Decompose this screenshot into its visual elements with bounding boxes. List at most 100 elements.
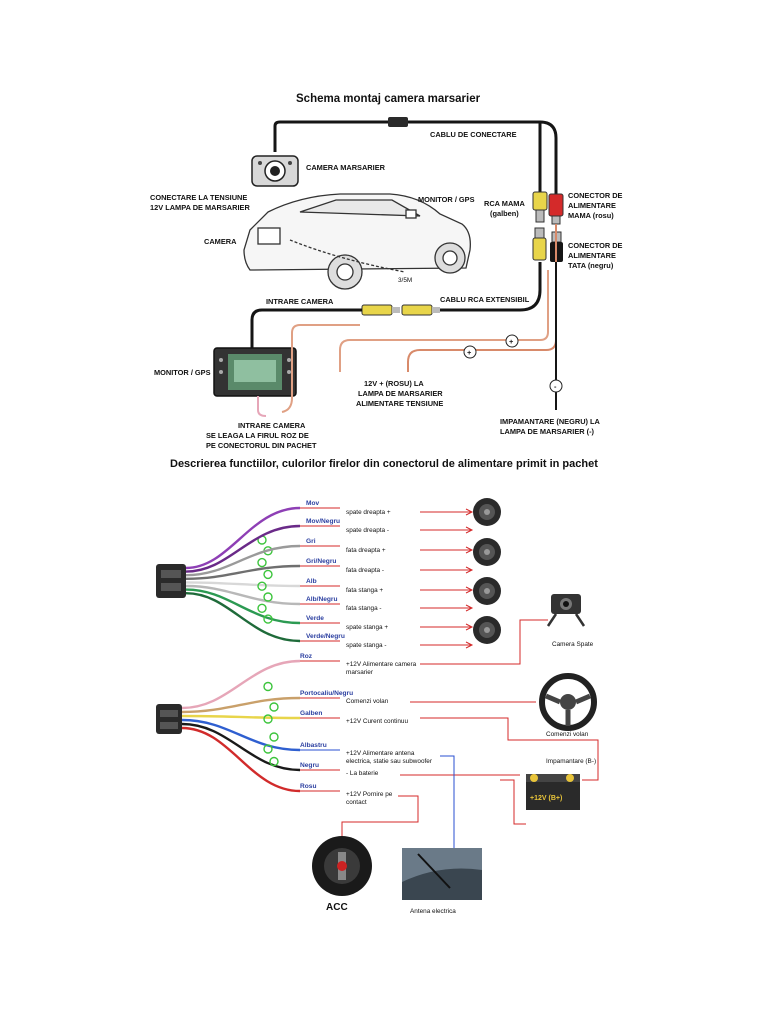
wire-function-label: - La baterie <box>346 770 379 777</box>
power-wire <box>181 718 301 752</box>
rca-male-connector <box>532 227 547 261</box>
link-battery-plus <box>420 717 599 781</box>
speaker-icon <box>473 577 501 605</box>
wire-color-label: Negru <box>300 762 319 769</box>
rear-camera-icon <box>546 594 586 627</box>
speaker-wire <box>185 564 301 580</box>
steering-wheel-icon <box>539 673 597 731</box>
power-female-connector <box>548 193 564 225</box>
wire-color-label: Gri <box>306 538 316 545</box>
speaker-wire <box>185 506 301 570</box>
label-conector-tata-2: ALIMENTARE <box>568 251 616 260</box>
label-intrare-cam-3: PE CONECTORUL DIN PACHET <box>206 441 317 450</box>
speaker-wire <box>185 581 301 588</box>
rca-inline-connector-left <box>361 304 400 316</box>
wire-marker <box>263 744 273 754</box>
power-wire <box>181 659 301 710</box>
label-rosu-1: 12V + (ROSU) LA <box>364 379 424 388</box>
wire-color-label: Roz <box>300 653 313 660</box>
plus-sign-1: + <box>467 348 472 357</box>
power-wire <box>181 726 301 793</box>
label-rca-mama-2: (galben) <box>490 209 519 218</box>
bottom-title: Descrierea functiilor, culorilor firelor… <box>170 458 598 470</box>
label-impamantare-b: Impamantare (B-) <box>546 758 596 765</box>
reverse-camera-icon <box>251 155 299 187</box>
label-comenzi-volan-device: Comenzi volan <box>546 731 589 738</box>
wire-function-label: +12V Alimentare antena <box>346 750 415 757</box>
wire-color-label: Verde/Negru <box>306 633 345 640</box>
label-intrare-cam-2: SE LEAGA LA FIRUL ROZ DE <box>206 431 309 440</box>
wire-marker <box>269 702 279 712</box>
label-conectare-tensiune-2: 12V LAMPA DE MARSARIER <box>150 203 250 212</box>
label-battery: +12V (B+) <box>530 795 562 802</box>
label-conector-tata-1: CONECTOR DE <box>568 241 623 250</box>
wire-function-label: spate stanga - <box>346 642 387 649</box>
wire-marker <box>269 732 279 742</box>
wire-color-label: Gri/Negru <box>306 558 336 565</box>
wire-function-label: fata dreapta + <box>346 547 386 554</box>
iso-connector-speakers <box>156 564 186 598</box>
wire-function-label-2: marsarier <box>346 669 374 676</box>
speaker-arrow <box>420 546 474 554</box>
wire-function-label: spate dreapta + <box>346 509 391 516</box>
wire-function-label: Comenzi volan <box>346 698 389 705</box>
rca-inline-connector-right <box>401 304 440 316</box>
power-wire <box>181 696 301 714</box>
minus-marker <box>549 379 563 393</box>
camera-cable <box>273 120 558 196</box>
wire-color-label: Mov <box>306 500 320 507</box>
label-conector-mama-1: CONECTOR DE <box>568 191 623 200</box>
wire-function-label: fata stanga - <box>346 605 382 612</box>
label-monitor-gps-car: MONITOR / GPS <box>418 195 475 204</box>
speaker-wire <box>185 524 301 573</box>
wire-color-label: Mov/Negru <box>306 518 340 525</box>
wire-marker <box>257 603 267 614</box>
plus-marker-1 <box>463 345 477 359</box>
label-rosu-3: ALIMENTARE TENSIUNE <box>356 399 443 408</box>
wire-function-label: spate stanga + <box>346 624 388 631</box>
speaker-arrow <box>420 508 474 516</box>
label-rosu-2: LAMPA DE MARSARIER <box>358 389 443 398</box>
wire-function-label: +12V Alimentare camera <box>346 661 417 668</box>
wire-function-label: fata dreapta - <box>346 567 384 574</box>
top-title: Schema montaj camera marsarier <box>296 93 481 105</box>
electric-antenna-image <box>402 848 482 900</box>
label-rca-mama-1: RCA MAMA <box>484 199 525 208</box>
wire-function-label-2: electrica, statie sau subwoofer <box>346 758 433 765</box>
wire-marker <box>263 569 273 580</box>
wire-marker <box>263 714 273 724</box>
red-power-wire-c <box>281 324 360 413</box>
minus-sign: - <box>554 382 557 391</box>
label-intrare-cam-1: INTRARE CAMERA <box>238 421 306 430</box>
wire-color-label: Rosu <box>300 783 316 790</box>
plus-marker-2 <box>505 334 519 348</box>
battery-icon <box>526 774 580 810</box>
camera-wiring-diagram: + + - CAMERA MARSARIER CABLU DE CONECTAR… <box>150 117 623 450</box>
wire-function-label: fata stanga + <box>346 587 383 594</box>
label-impamantare-2: LAMPA DE MARSARIER (-) <box>500 427 595 436</box>
speaker-wire <box>185 592 301 643</box>
iso-connector-power <box>156 704 182 734</box>
speaker-wire <box>185 544 301 577</box>
wire-color-label: Portocaliu/Negru <box>300 690 353 697</box>
speaker-icon <box>473 498 501 526</box>
wire-function-label: spate dreapta - <box>346 527 389 534</box>
speaker-arrow <box>420 604 474 612</box>
power-wire <box>181 714 301 720</box>
speaker-wire <box>185 584 301 606</box>
label-conectare-tensiune-1: CONECTARE LA TENSIUNE <box>150 193 247 202</box>
monitor-pink-wire <box>257 396 267 417</box>
wire-color-label: Alb/Negru <box>306 596 338 603</box>
red-power-wire-b <box>339 270 549 372</box>
speaker-arrow <box>420 623 474 631</box>
label-antena: Antena electrica <box>410 908 456 915</box>
wire-marker <box>269 756 279 767</box>
label-conector-mama-2: ALIMENTARE <box>568 201 616 210</box>
speaker-arrow <box>420 641 474 649</box>
ignition-switch-icon <box>312 836 372 896</box>
label-monitor-gps: MONITOR / GPS <box>154 368 211 377</box>
wire-function-label: +12V Pornire pe <box>346 791 393 798</box>
rca-female-connector <box>532 191 548 223</box>
label-impamantare-1: IMPAMANTARE (NEGRU) LA <box>500 417 601 426</box>
wire-function-label: +12V Curent continuu <box>346 718 408 725</box>
